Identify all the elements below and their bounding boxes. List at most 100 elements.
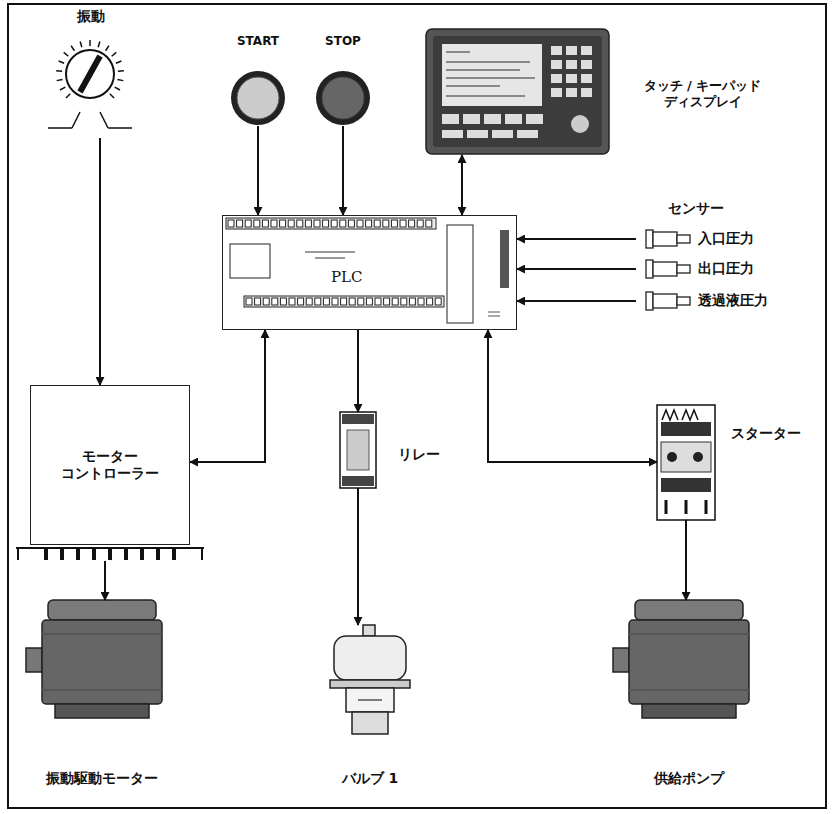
stroke [581,74,592,83]
connector-arrow [342,126,344,215]
stroke [409,220,415,227]
controller-terminals [16,385,204,560]
vibration-knob [48,40,132,128]
stroke [409,298,415,305]
connector-arrow [104,561,106,600]
stroke [401,298,407,305]
connector-arrow [685,520,687,600]
stroke [246,298,252,305]
stroke [581,60,592,69]
stroke [89,40,91,46]
stroke [566,46,577,55]
stroke [484,114,501,124]
node-label: START [237,34,279,49]
touch-display [426,29,609,154]
sensor-node: 入口圧力 [636,228,806,250]
stroke [323,220,329,227]
stroke [92,548,96,560]
stroke [262,220,268,227]
display-node: タッチ / キーパッド ディスプレイ [425,28,610,155]
stroke [315,298,321,305]
stroke [228,220,234,227]
stroke [297,220,303,227]
node-label: STOP [325,34,361,49]
starter-shape [657,405,715,520]
stroke [467,130,488,138]
stroke [341,298,347,305]
stroke [566,88,577,97]
stroke [60,87,65,90]
stroke [442,114,459,124]
start-button [231,71,285,125]
stroke [306,298,312,305]
plc-body [222,215,517,330]
stroke [98,41,100,47]
stroke [366,220,372,227]
plc-box: PLC [222,215,517,330]
stroke [108,548,112,560]
stroke [551,74,562,83]
stroke [374,220,380,227]
stroke [305,220,311,227]
stroke [80,41,82,47]
controller-box: モーター コントローラー [30,385,190,545]
stroke [124,548,128,560]
connector-arrow [461,155,463,215]
connector-arrow [517,238,636,240]
motor-node: 振動駆動モーター [38,600,166,722]
stroke [492,130,513,138]
connector-arrow [99,138,101,385]
stroke [110,94,114,98]
stroke [358,298,364,305]
stroke [112,52,117,56]
stroke [426,220,432,227]
stroke [263,298,269,305]
stroke [551,88,562,97]
stroke [375,298,381,305]
stroke [64,52,69,56]
stroke [76,548,80,560]
connector-arrow [357,488,359,625]
sensor-node: 透過液圧力 [636,290,806,312]
stroke [244,296,444,307]
stroke [581,88,592,97]
stroke [384,298,390,305]
stroke [391,220,397,227]
connector-arrow [517,300,636,302]
node-label: 振動 [77,8,105,26]
stroke [115,87,120,90]
stroke [280,220,286,227]
connector-arrow [357,330,359,412]
label-run: モーター コントローラー [54,448,166,483]
stroke [57,79,63,80]
stroke [60,548,64,560]
stroke [272,298,278,305]
stroke [332,298,338,305]
node-label: 振動駆動モーター [46,770,158,788]
stroke [349,298,355,305]
stroke [526,114,543,124]
knob-node: 振動 [55,8,127,138]
stroke [116,61,122,63]
stroke [427,298,433,305]
stroke [323,298,329,305]
stroke [255,298,261,305]
stroke [392,298,398,305]
stroke [348,220,354,227]
stroke [106,46,109,51]
node-label: バルブ 1 [342,770,399,788]
button-node: STOP [313,34,373,126]
node-label: リレー [398,446,440,464]
relay-node: リレー [340,412,376,488]
stroke [245,220,251,227]
node-label: スターター [731,425,801,443]
stop-button [316,71,370,125]
stroke [66,94,70,98]
stroke [117,79,123,80]
stroke [44,548,48,560]
connector-arrow [190,330,265,462]
connector-arrow [517,268,636,270]
stroke [435,298,441,305]
stroke [226,218,436,229]
